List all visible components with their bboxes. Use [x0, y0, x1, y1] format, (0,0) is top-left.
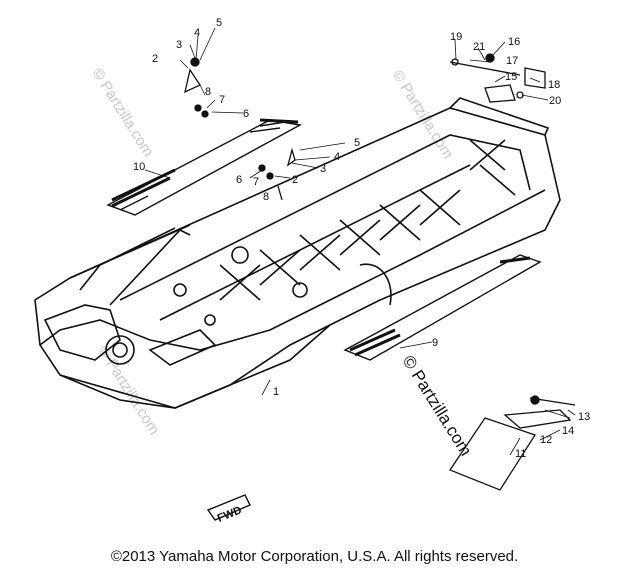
callout-10: 10	[133, 161, 145, 173]
callout-5b: 5	[354, 137, 360, 149]
callout-6: 6	[243, 108, 249, 120]
callout-3: 3	[176, 39, 182, 51]
callout-1: 1	[273, 386, 279, 398]
copyright-notice: ©2013 Yamaha Motor Corporation, U.S.A. A…	[110, 548, 519, 565]
callout-6b: 6	[236, 174, 242, 186]
rear-plate	[449, 395, 576, 491]
callout-19: 19	[450, 31, 462, 43]
callout-18: 18	[548, 79, 560, 91]
callout-15: 15	[505, 71, 517, 83]
watermark-right: © Partzilla.com	[389, 67, 457, 162]
left-hardware	[184, 57, 296, 201]
watermark-main: © Partzilla.com	[399, 352, 476, 459]
callout-4: 4	[194, 27, 200, 39]
step-board-left	[106, 118, 303, 216]
chassis-frame	[34, 97, 561, 409]
callout-14: 14	[562, 425, 574, 437]
callout-16: 16	[508, 36, 520, 48]
callout-11: 11	[515, 448, 526, 460]
callout-13: 13	[578, 411, 590, 423]
watermark-lower-left: © Partzilla.com	[95, 343, 163, 438]
callout-numbers: 1 2 2 3 3 4 4 5 5 6 6 7 7 8 8 9 10 11 12…	[133, 17, 590, 460]
callout-9: 9	[432, 337, 438, 349]
leader-lines	[144, 27, 576, 456]
callout-21: 21	[473, 41, 485, 53]
front-marker-text: FWD	[216, 504, 244, 525]
callout-2b: 2	[292, 174, 298, 186]
step-board-right	[343, 254, 542, 361]
watermark-left: © Partzilla.com	[89, 65, 157, 160]
callout-7b: 7	[253, 176, 259, 188]
callout-8: 8	[205, 86, 211, 98]
callout-4b: 4	[334, 151, 340, 163]
callout-2: 2	[152, 53, 158, 65]
callout-3b: 3	[320, 163, 326, 175]
callout-7: 7	[219, 94, 225, 106]
callout-17: 17	[506, 55, 518, 67]
callout-8b: 8	[263, 191, 269, 203]
callout-12: 12	[540, 434, 552, 446]
front-marker: FWD	[206, 494, 251, 525]
callout-20: 20	[549, 95, 561, 107]
callout-5: 5	[216, 17, 222, 29]
